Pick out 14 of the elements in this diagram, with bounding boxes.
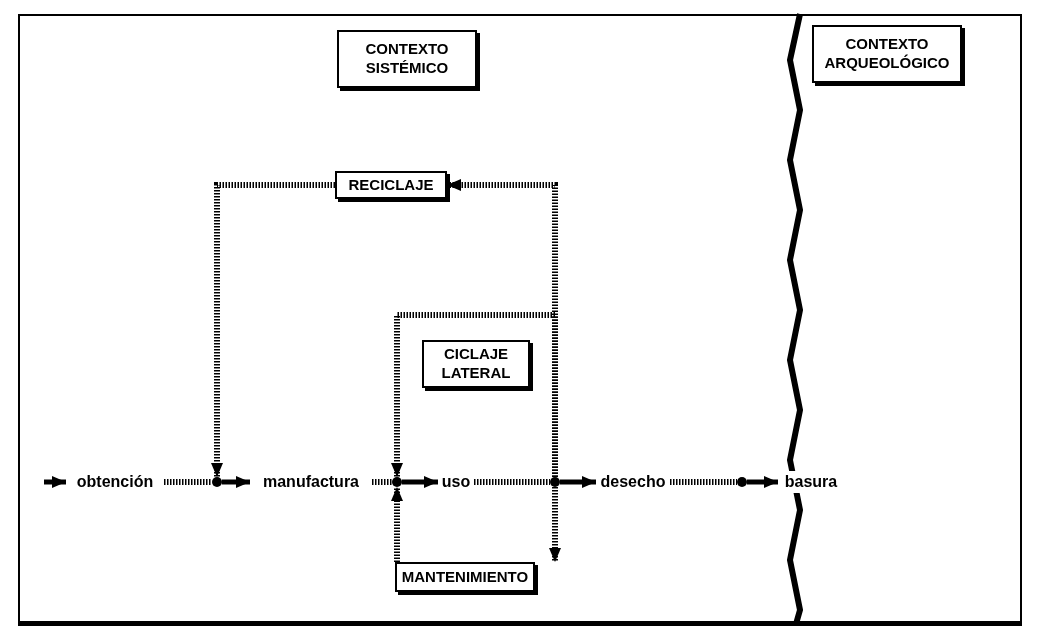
- arrow: [391, 312, 558, 477]
- arrow: [560, 476, 596, 488]
- label-box: CICLAJE LATERAL: [422, 340, 530, 388]
- label-box: CONTEXTO ARQUEOLÓGICO: [812, 25, 962, 83]
- arrow: [44, 476, 66, 488]
- arrow: [402, 476, 438, 488]
- label-box: CONTEXTO SISTÉMICO: [337, 30, 477, 88]
- arrow: [211, 182, 335, 477]
- arrow: [747, 476, 778, 488]
- label-box: RECICLAJE: [335, 171, 447, 199]
- arrow: [391, 487, 403, 562]
- label-box: MANTENIMIENTO: [395, 562, 535, 592]
- arrow: [222, 476, 250, 488]
- arrow: [549, 487, 561, 562]
